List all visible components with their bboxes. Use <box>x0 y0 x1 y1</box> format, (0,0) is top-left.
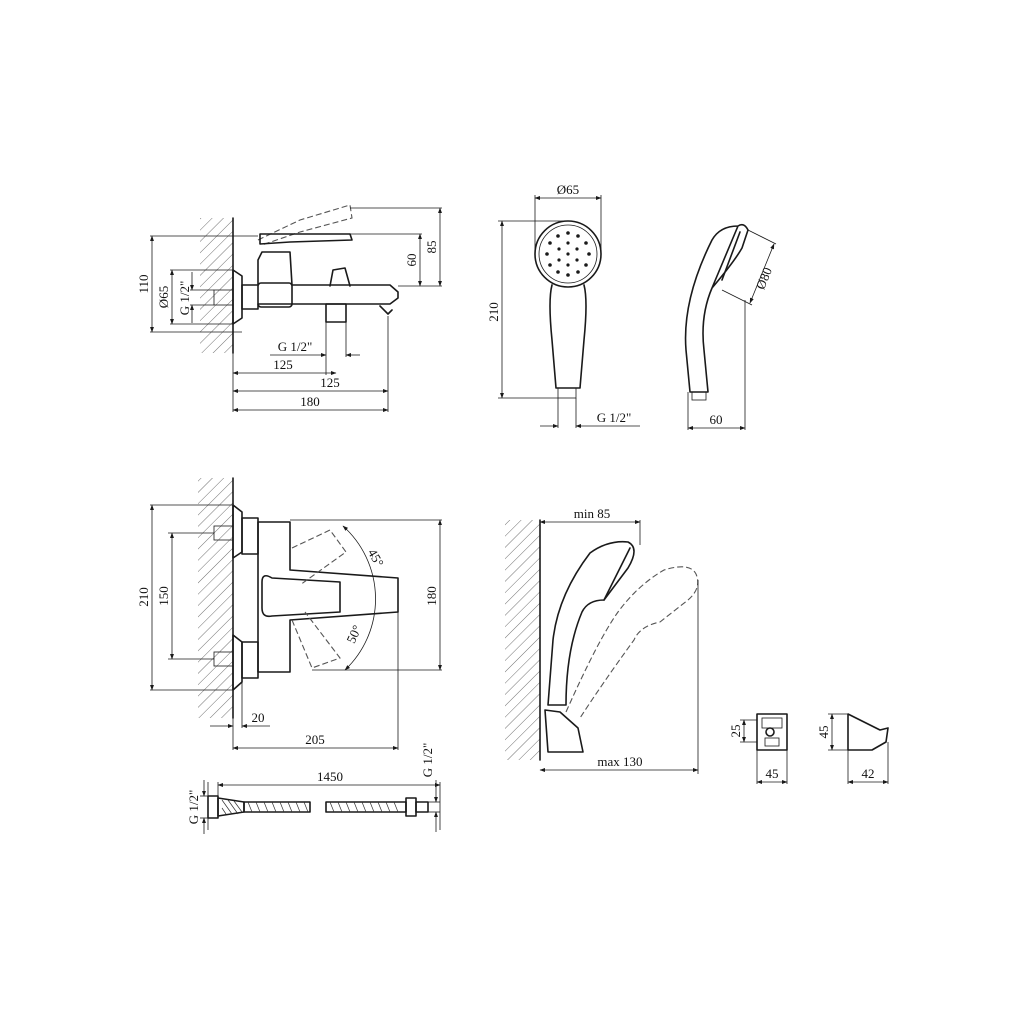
angle-45: 45° <box>365 546 387 569</box>
shower-side-outline <box>684 223 749 393</box>
dim-25: 25 <box>728 725 743 738</box>
dim-180: 180 <box>300 394 320 409</box>
bracket-views: 25 45 45 42 <box>728 713 889 784</box>
handshower-dashed <box>565 566 699 719</box>
dim-125a: 125 <box>273 357 293 372</box>
handshower-solid <box>547 540 635 706</box>
mixer-top-body <box>257 521 399 673</box>
diverter-knob <box>329 267 351 287</box>
spray-nozzles <box>545 231 591 277</box>
dim-max130: max 130 <box>597 754 642 769</box>
dim-hose-g12-right: G 1/2" <box>420 743 435 778</box>
dim-bracket-45w: 45 <box>766 766 779 781</box>
dim-20: 20 <box>252 710 265 725</box>
dim-1450: 1450 <box>317 769 343 784</box>
dim-150: 150 <box>156 586 171 606</box>
hose-segment-right <box>325 801 407 813</box>
mixer-top-view: 45° 50° 210 150 180 20 205 <box>136 477 442 750</box>
dim-handshower-g12: G 1/2" <box>597 410 632 425</box>
hose-cone-nut <box>217 797 245 817</box>
dim-85: 85 <box>424 241 439 254</box>
lever-dashed-outline <box>257 204 353 246</box>
lever-dashed-50 <box>291 611 341 669</box>
dim-top-210: 210 <box>136 587 151 607</box>
dim-hose-g12-left: G 1/2" <box>186 790 201 825</box>
mixer-side-view: 110 Ø65 G 1/2" 60 85 G 1/2" 125 125 180 <box>136 204 442 412</box>
dim-head-d65: Ø65 <box>557 182 579 197</box>
dim-g12-bottom: G 1/2" <box>278 339 313 354</box>
dim-min85: min 85 <box>574 506 610 521</box>
dim-g12-left: G 1/2" <box>177 281 192 316</box>
hose-view: 1450 G 1/2" G 1/2" <box>186 743 441 834</box>
hand-shower-front-view: Ø65 210 G 1/2" <box>486 182 640 428</box>
bracket-front <box>756 713 788 751</box>
dim-handshower-210: 210 <box>486 302 501 322</box>
dim-125b: 125 <box>320 375 340 390</box>
hose-segment-left <box>243 801 311 813</box>
wall-hatch-top <box>198 478 233 718</box>
dim-205: 205 <box>305 732 325 747</box>
dim-110: 110 <box>136 274 151 293</box>
mixer-body <box>241 251 399 310</box>
dim-top-180: 180 <box>424 586 439 606</box>
dim-60: 60 <box>404 254 419 267</box>
dim-d65: Ø65 <box>156 286 171 308</box>
dim-d80: Ø80 <box>753 265 775 291</box>
shower-handle <box>549 284 587 389</box>
hand-shower-side-view: Ø80 60 <box>684 223 777 430</box>
dim-side-60: 60 <box>710 412 723 427</box>
rotation-arc <box>342 525 376 671</box>
angle-50: 50° <box>343 623 364 646</box>
holder-base <box>544 709 584 753</box>
dim-42: 42 <box>862 766 875 781</box>
wall-hatch <box>200 218 233 353</box>
holder-reach-view: min 85 max 130 <box>505 506 699 774</box>
lever-dashed-45 <box>291 529 347 586</box>
wall-flange <box>232 269 243 325</box>
dim-bracket-45h: 45 <box>816 726 831 739</box>
wall-hatch-holder <box>505 520 540 760</box>
bracket-side <box>847 713 889 751</box>
